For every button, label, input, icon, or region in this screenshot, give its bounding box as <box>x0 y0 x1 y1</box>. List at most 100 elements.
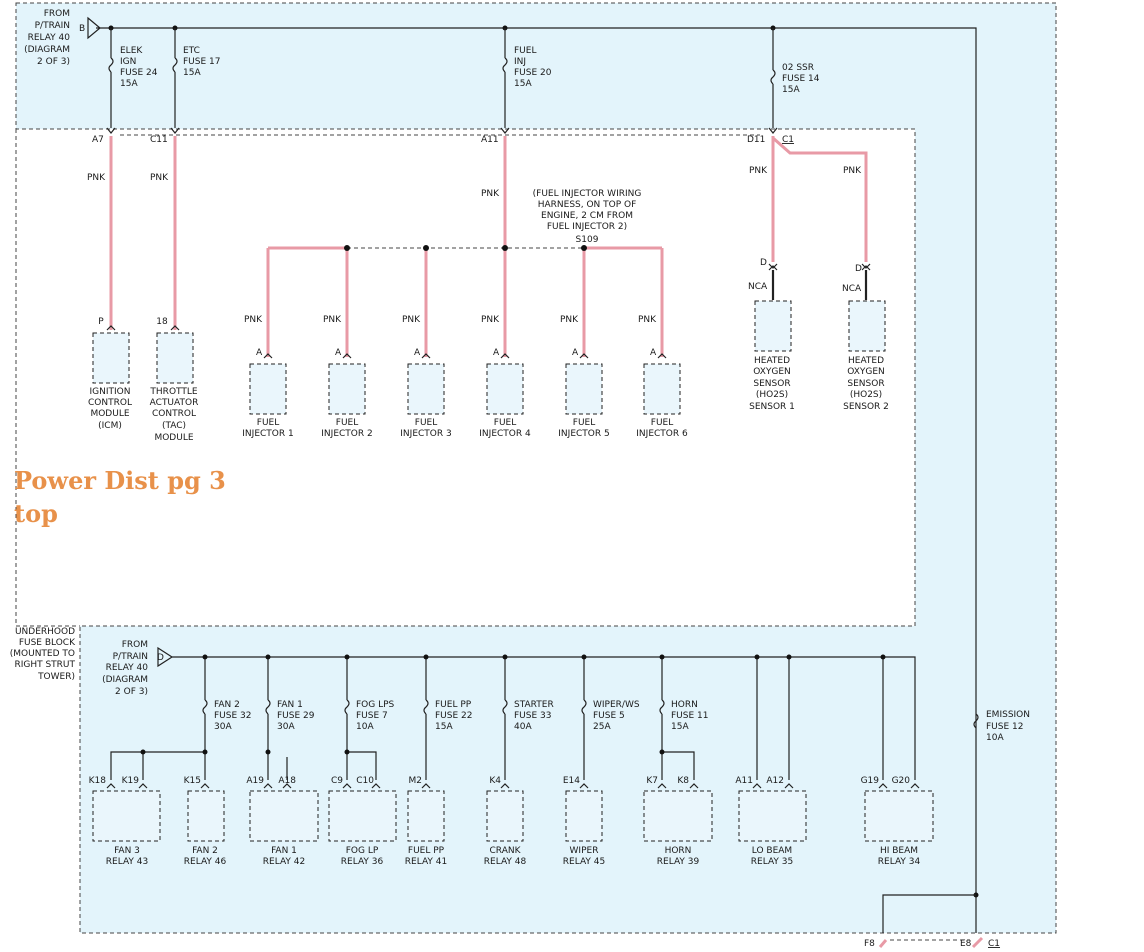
diagram-label-33: HEATED <box>848 356 884 366</box>
fuse-14-l2: FUSE 14 <box>782 74 820 84</box>
diagram-label-82: E14 <box>563 776 580 786</box>
diagram-label-79: C10 <box>356 776 374 786</box>
splice-id: S109 <box>576 235 599 245</box>
diagram-label-86: A12 <box>766 776 784 786</box>
diagram-label-93: FAN 1 <box>271 846 297 856</box>
diagram-label-1: PNK <box>323 315 342 325</box>
o2-sensor-2-box <box>848 300 886 352</box>
fuse-20-l1: FUEL <box>514 46 536 56</box>
diagram-label-26: NCA <box>748 282 768 292</box>
diagram-label-42: TOWER) <box>37 672 75 682</box>
diagram-label-36: (HO2S) <box>850 390 882 400</box>
diagram-label-53: FUSE 29 <box>277 711 315 721</box>
wire-pnk-inj: PNK <box>481 189 500 199</box>
diagram-label-81: K4 <box>489 776 501 786</box>
diagram-label-18: FUEL <box>494 418 516 428</box>
diagram-label-16: FUEL <box>415 418 437 428</box>
diagram-label-76: A19 <box>246 776 264 786</box>
icm-pin: P <box>98 317 104 327</box>
fuse-24-l2: IGN <box>120 57 136 67</box>
diagram-label-44: P/TRAIN <box>113 652 148 662</box>
fuse-17-l1: ETC <box>183 46 200 56</box>
diagram-label-66: 25A <box>593 722 611 732</box>
diagram-label-23: INJECTOR 6 <box>636 429 688 439</box>
bottom-source-label: FROM P/TRAIN RELAY 40 (DIAGRAM 2 OF 3) D <box>102 640 164 697</box>
relay-name-labels: FAN 3 RELAY 43 FAN 2 RELAY 46 FAN 1 RELA… <box>106 846 921 867</box>
tac-l5: MODULE <box>154 433 193 443</box>
note-line-1: Power Dist pg 3 <box>14 466 226 495</box>
diagram-label-100: RELAY 48 <box>484 857 527 867</box>
diagram-label-67: HORN <box>671 700 698 710</box>
diagram-label-9: A <box>493 348 500 358</box>
note-line-2: top <box>14 499 58 528</box>
diagram-label-108: RELAY 34 <box>878 857 921 867</box>
diagram-label-29: OXYGEN <box>753 367 791 377</box>
diagram-label-105: LO BEAM <box>752 846 792 856</box>
wire-pnk-icm: PNK <box>87 173 106 183</box>
diagram-label-47: 2 OF 3) <box>115 687 148 697</box>
ignition-control-module <box>92 332 130 384</box>
diagram-label-22: FUEL <box>651 418 673 428</box>
diagram-label-102: RELAY 45 <box>563 857 605 867</box>
tac-l4: (TAC) <box>162 421 186 431</box>
diagram-label-99: CRANK <box>490 846 522 856</box>
diagram-label-39: FUSE BLOCK <box>19 638 76 648</box>
diagram-label-15: INJECTOR 2 <box>321 429 372 439</box>
diagram-label-95: FOG LP <box>346 846 379 856</box>
diagram-label-98: RELAY 41 <box>405 857 447 867</box>
diagram-label-70: EMISSION <box>986 710 1030 720</box>
diagram-label-85: A11 <box>735 776 753 786</box>
diagram-label-68: FUSE 11 <box>671 711 708 721</box>
diagram-label-19: INJECTOR 4 <box>479 429 531 439</box>
diagram-label-80: M2 <box>409 776 423 786</box>
splice-note-2: HARNESS, ON TOP OF <box>538 200 637 210</box>
splice-note-3: ENGINE, 2 CM FROM <box>541 211 633 221</box>
o2-sensor-1-box <box>754 300 792 352</box>
main-panel-outline <box>15 129 80 627</box>
pin-d11: D11 <box>747 135 765 145</box>
diagram-label-27: NCA <box>842 284 862 294</box>
fuse-20-l2: INJ <box>514 57 526 67</box>
wire-pnk-tac: PNK <box>150 173 169 183</box>
diagram-label-24: D <box>760 258 767 268</box>
diagram-label-31: (HO2S) <box>756 390 788 400</box>
diagram-label-51: 30A <box>214 722 232 732</box>
diagram-label-107: HI BEAM <box>880 846 918 856</box>
tac-l1: THROTTLE <box>149 387 197 397</box>
diagram-label-75: K15 <box>184 776 201 786</box>
diagram-label-3: PNK <box>481 315 500 325</box>
pin-c1-bottom: C1 <box>988 939 1000 949</box>
diagram-label-28: HEATED <box>754 356 790 366</box>
pin-e8: E8 <box>960 939 972 949</box>
tac-pin: 18 <box>156 317 168 327</box>
diagram-label-72: 10A <box>986 733 1004 743</box>
diagram-label-59: FUSE 22 <box>435 711 472 721</box>
diagram-label-91: FAN 2 <box>192 846 218 856</box>
relay-boxes <box>92 783 934 842</box>
diagram-label-83: K7 <box>646 776 658 786</box>
fuse-24-l1: ELEK <box>120 46 143 56</box>
throttle-actuator-module <box>156 332 194 384</box>
top-source-label-5: 2 OF 3) <box>37 57 70 67</box>
diagram-label-30: SENSOR <box>753 379 790 389</box>
diagram-label-103: HORN <box>665 846 692 856</box>
diagram-label-97: FUEL PP <box>408 846 445 856</box>
icm-l2: CONTROL <box>88 398 132 408</box>
diagram-label-40: (MOUNTED TO <box>10 649 75 659</box>
bottom-fuse-drops <box>110 657 884 780</box>
diagram-label-25: D <box>855 264 862 274</box>
diagram-label-11: A <box>650 348 657 358</box>
diagram-label-46: (DIAGRAM <box>102 675 148 685</box>
fuse-24-l4: 15A <box>120 79 138 89</box>
diagram-label-65: FUSE 5 <box>593 711 625 721</box>
diagram-label-63: 40A <box>514 722 532 732</box>
diagram-label-12: FUEL <box>257 418 279 428</box>
bottom-fuse-labels: FAN 2 FUSE 32 30A FAN 1 FUSE 29 30A FOG … <box>214 700 1030 743</box>
icm-l4: (ICM) <box>98 421 122 431</box>
diagram-label-71: FUSE 12 <box>986 722 1023 732</box>
diagram-label-77: A18 <box>278 776 296 786</box>
injector-boxes <box>249 353 681 415</box>
diagram-label-38: UNDERHOOD <box>15 627 75 637</box>
fuse-20-l3: FUSE 20 <box>514 68 552 78</box>
diagram-label-92: RELAY 46 <box>184 857 227 867</box>
